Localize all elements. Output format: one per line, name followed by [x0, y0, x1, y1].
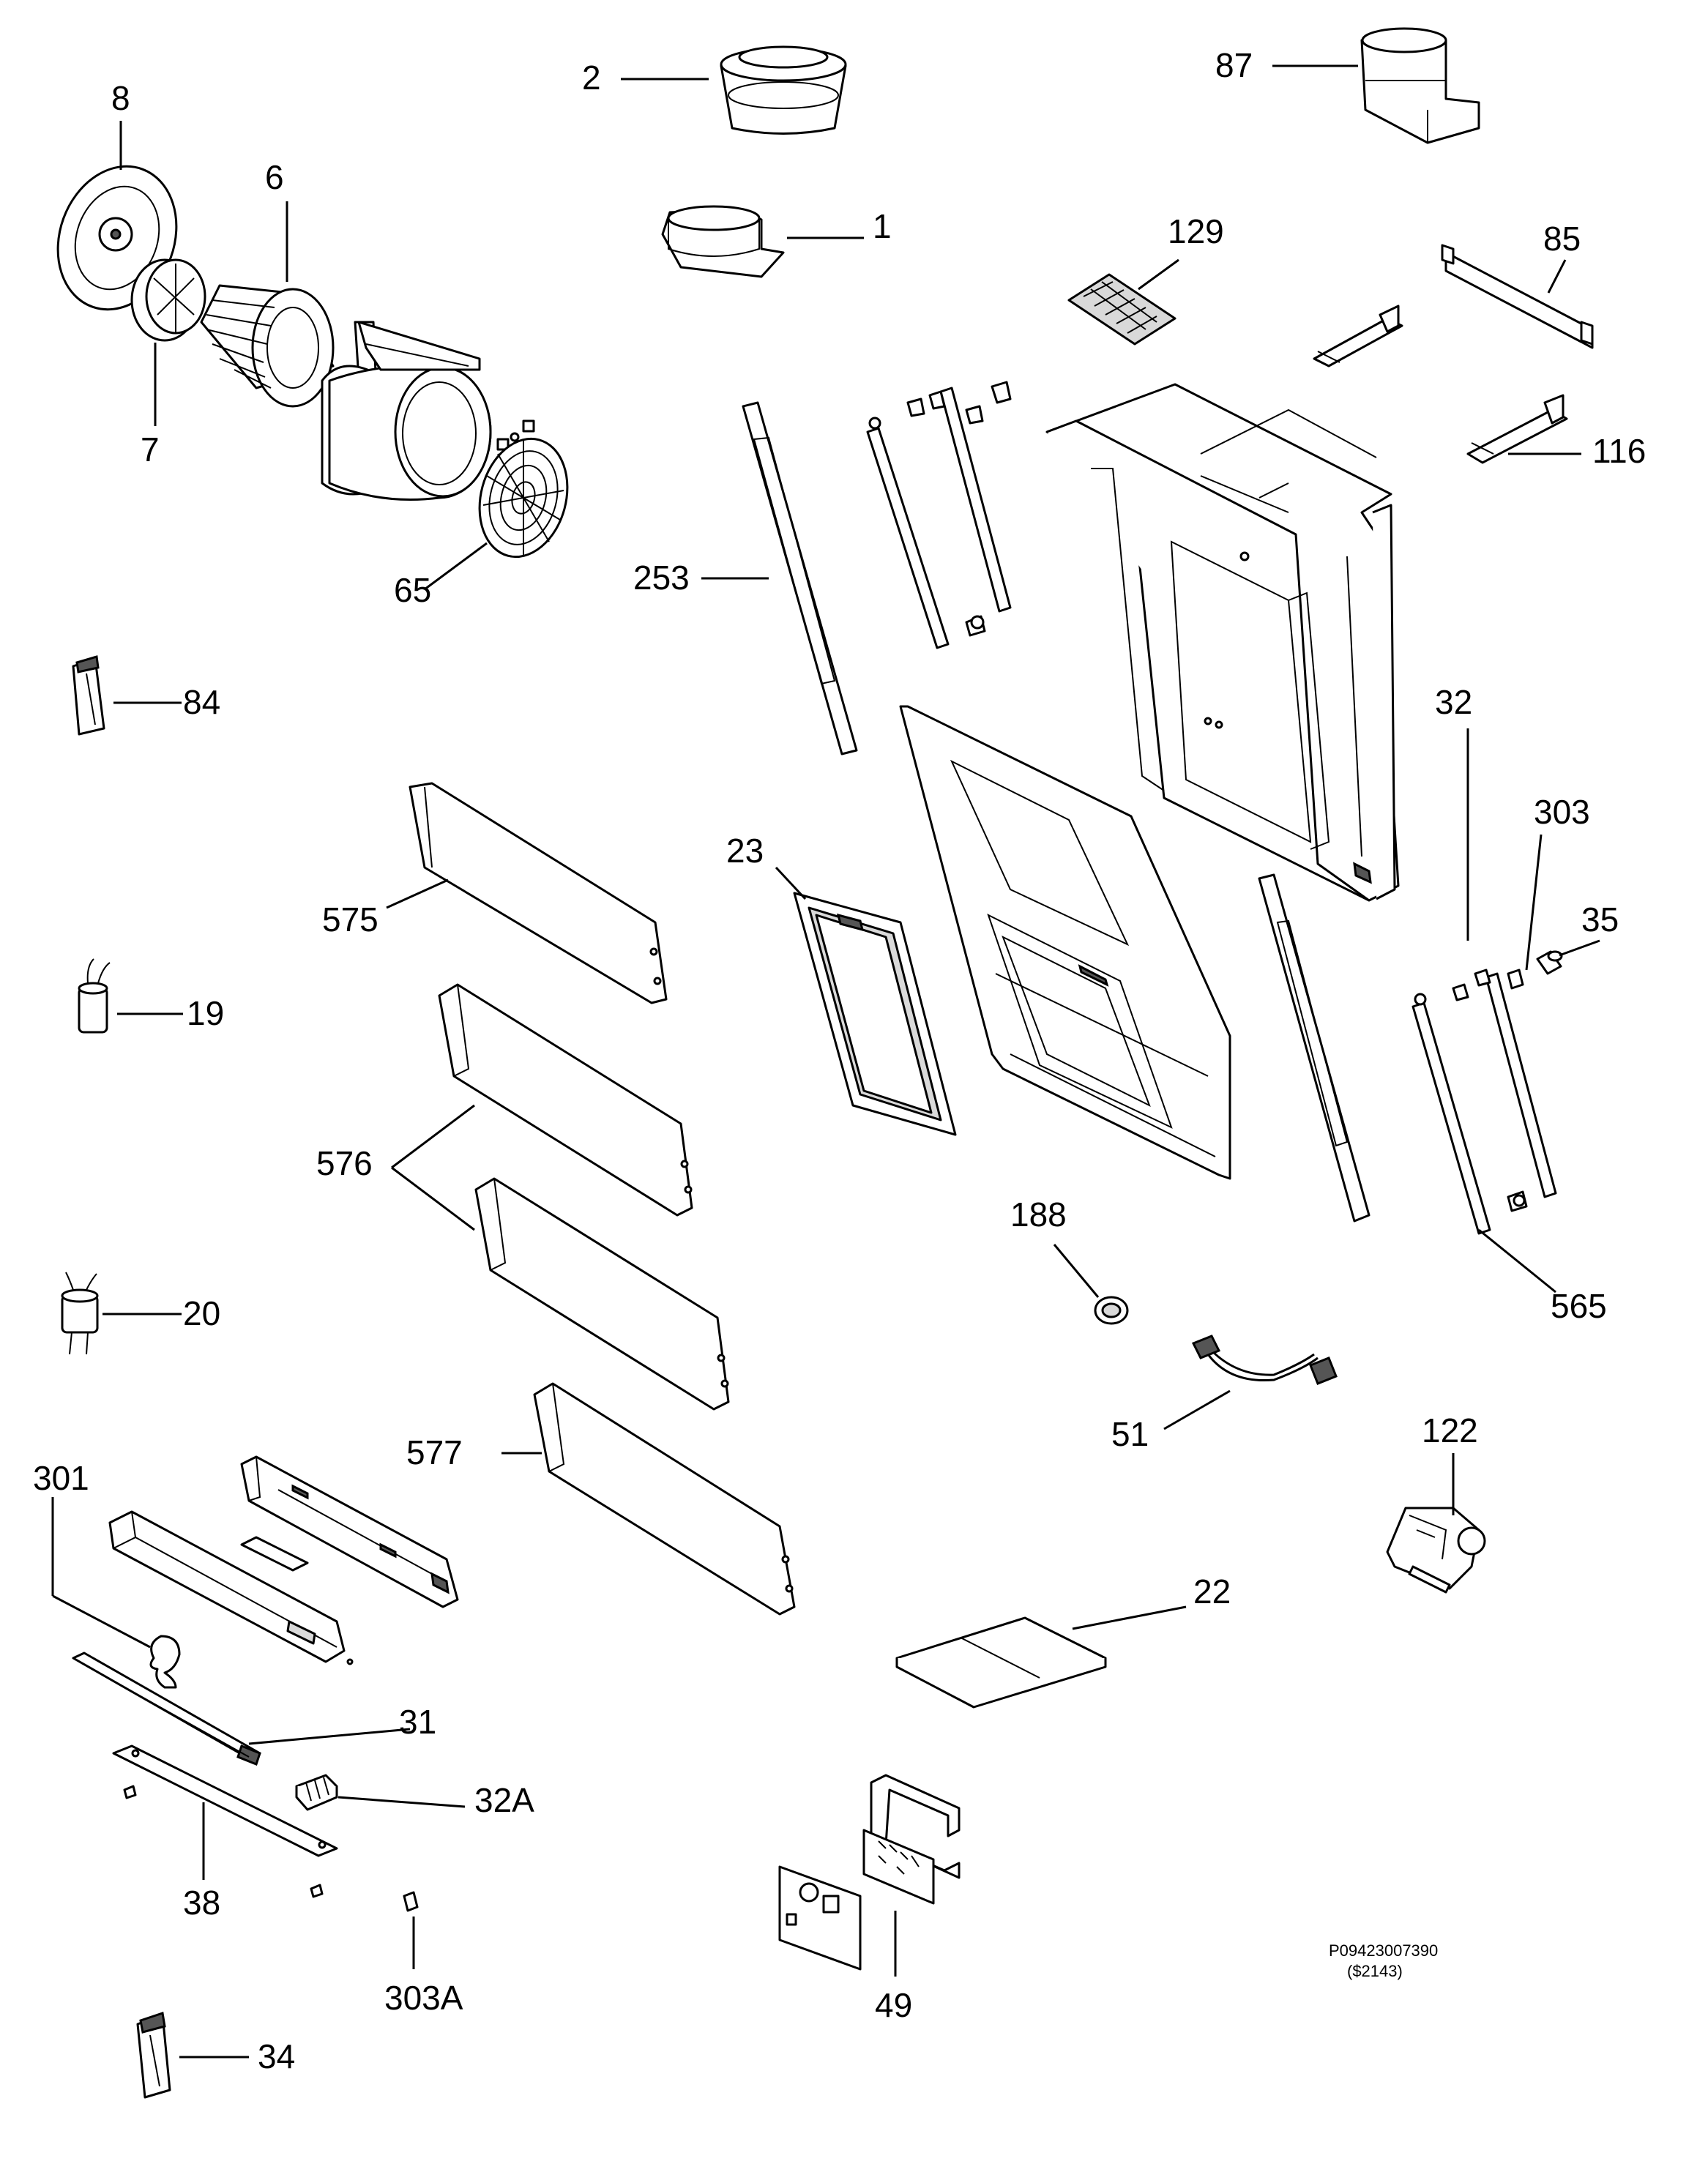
part-35-connector	[1536, 950, 1563, 975]
callout-35: 35	[1581, 900, 1619, 938]
part-6-blower-wheel	[200, 284, 335, 408]
drawing-sub-code: ($2143)	[1347, 1962, 1403, 1980]
callout-575: 575	[322, 900, 378, 938]
callout-51: 51	[1111, 1415, 1149, 1453]
callout-20: 20	[183, 1294, 220, 1332]
callout-23: 23	[726, 832, 764, 870]
part-65-blower-grille	[478, 437, 569, 559]
callout-65: 65	[394, 571, 431, 609]
part-1-mounting-ring	[661, 205, 785, 278]
part-303a-clip	[403, 1891, 419, 1912]
part-188-grommet	[1094, 1296, 1129, 1325]
callout-8: 8	[111, 79, 130, 117]
part-129-grease-filter	[1067, 273, 1176, 346]
callout-labels: 2 87 8 1 6 129 85 7 116 253 65 84 32 303…	[33, 46, 1646, 2075]
callout-19: 19	[187, 994, 224, 1032]
hood-main-body	[1045, 383, 1400, 902]
part-565-rail-assembly	[1411, 969, 1557, 1235]
callout-303a: 303A	[384, 1979, 463, 2017]
callout-49: 49	[875, 1986, 912, 2024]
callout-565: 565	[1551, 1287, 1607, 1325]
drawing-code-block: P09423007390 ($2143)	[1329, 1941, 1438, 1980]
part-51-wiring-harness	[1191, 1335, 1338, 1385]
callout-6: 6	[265, 158, 284, 196]
part-577-panel	[533, 1382, 796, 1616]
trim-strip-right	[1258, 873, 1370, 1223]
blower-housing	[321, 321, 492, 501]
leader-lines	[51, 64, 1600, 2059]
part-32a-terminal-block	[295, 1774, 338, 1811]
part-20-capacitor	[61, 1272, 99, 1355]
callout-2: 2	[582, 59, 601, 97]
callout-34: 34	[258, 2037, 295, 2075]
part-2-duct-collar	[720, 45, 847, 135]
callout-87: 87	[1215, 46, 1253, 84]
part-575-panel	[409, 782, 668, 1004]
drawing-code: P09423007390	[1329, 1941, 1438, 1960]
callout-7: 7	[141, 430, 160, 469]
callout-116: 116	[1592, 432, 1646, 470]
part-84-light-cover	[72, 655, 105, 736]
side-bracket-upper	[1313, 305, 1403, 367]
lens-plate	[240, 1536, 309, 1572]
callout-22: 22	[1193, 1572, 1231, 1611]
part-576-panel-upper	[438, 983, 693, 1217]
part-31-lamp-tube	[72, 1652, 261, 1766]
part-38-light-plate	[112, 1744, 338, 1898]
part-253-trim-strip	[742, 401, 858, 755]
callout-85: 85	[1543, 220, 1581, 258]
part-303-clip	[1507, 969, 1524, 990]
part-122-switch-assembly	[1386, 1507, 1486, 1594]
callout-303: 303	[1534, 793, 1590, 831]
callout-577: 577	[406, 1433, 463, 1471]
part-576-panel-lower	[474, 1177, 730, 1411]
light-housing-lower	[108, 1510, 354, 1665]
callout-122: 122	[1422, 1411, 1478, 1449]
callout-38: 38	[183, 1884, 220, 1922]
hood-front-panel	[899, 705, 1231, 1180]
part-116-bracket	[1466, 394, 1568, 464]
callout-31: 31	[399, 1703, 436, 1741]
callout-84: 84	[183, 683, 220, 721]
callout-301: 301	[33, 1459, 89, 1497]
part-7-motor	[130, 258, 206, 342]
callout-576: 576	[316, 1144, 373, 1182]
callout-253: 253	[633, 559, 690, 597]
callout-188: 188	[1010, 1195, 1067, 1234]
part-49-control-board	[778, 1774, 961, 1971]
part-34-light-cover	[136, 2012, 171, 2099]
part-87-duct-adapter	[1360, 27, 1480, 144]
part-22-charcoal-filter	[895, 1616, 1107, 1709]
light-housing-upper	[240, 1455, 459, 1608]
callout-1: 1	[873, 207, 892, 245]
part-301-clip	[149, 1635, 181, 1689]
callout-129: 129	[1168, 212, 1224, 250]
rail-assembly-upper	[866, 381, 1012, 649]
housing-screws	[496, 419, 535, 451]
part-19-capacitor	[78, 958, 111, 1034]
callout-32a: 32A	[474, 1781, 534, 1819]
part-85-bracket	[1441, 244, 1594, 349]
callout-32: 32	[1435, 683, 1472, 721]
part-23-filter-frame	[793, 892, 957, 1136]
